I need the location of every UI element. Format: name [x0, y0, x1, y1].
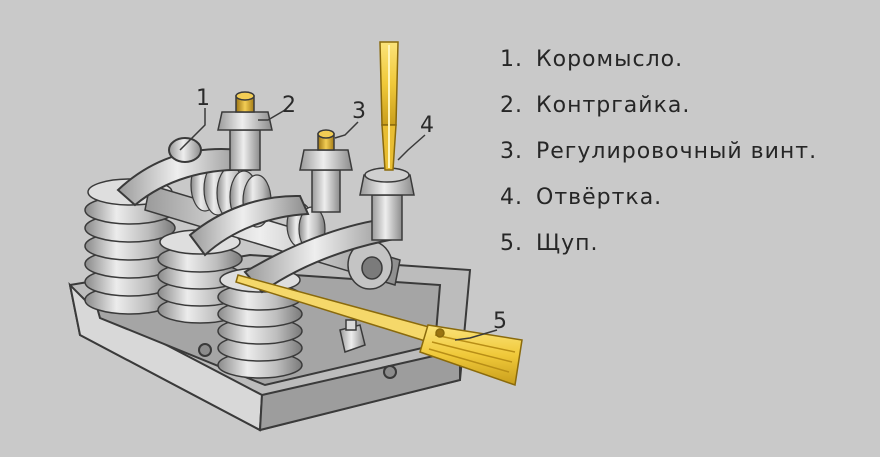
callout-number-2: 2: [282, 93, 296, 118]
legend-item-4: 4. Отвёртка.: [500, 178, 817, 224]
leader-line-1: [179, 108, 206, 151]
adjuster-right: [359, 167, 415, 241]
legend-text: Щуп.: [536, 231, 599, 256]
housing-nut: [339, 319, 366, 353]
legend-text: Регулировочный винт.: [536, 139, 818, 164]
legend-item-1: 1. Коромысло.: [500, 40, 817, 86]
legend-number: 4.: [500, 185, 523, 210]
legend-item-5: 5. Щуп.: [500, 224, 817, 270]
callout-number-3: 3: [352, 99, 366, 124]
legend-text: Отвёртка.: [536, 185, 663, 210]
leader-line-4: [397, 134, 426, 161]
parts-legend: 1. Коромысло. 2. Контргайка. 3. Регулиро…: [500, 40, 817, 270]
leader-line-2: [258, 109, 286, 121]
callout-number-1: 1: [196, 86, 210, 111]
adjuster-left: [217, 91, 273, 171]
legend-text: Коромысло.: [536, 47, 684, 72]
leader-line-5: [454, 329, 498, 341]
legend-number: 5.: [500, 231, 523, 256]
adjuster-middle: [299, 129, 353, 213]
leader-line-3: [334, 121, 359, 139]
legend-number: 2.: [500, 93, 523, 118]
callout-number-4: 4: [420, 113, 434, 138]
legend-number: 1.: [500, 47, 523, 72]
legend-number: 3.: [500, 139, 523, 164]
leader-lines: [179, 108, 498, 341]
legend-item-2: 2. Контргайка.: [500, 86, 817, 132]
legend-text: Контргайка.: [536, 93, 691, 118]
feeler-gauge: [235, 274, 523, 387]
legend-item-3: 3. Регулировочный винт.: [500, 132, 817, 178]
screwdriver: [379, 41, 399, 171]
rocker-arm-2: [188, 194, 310, 257]
callout-number-5: 5: [493, 309, 507, 334]
